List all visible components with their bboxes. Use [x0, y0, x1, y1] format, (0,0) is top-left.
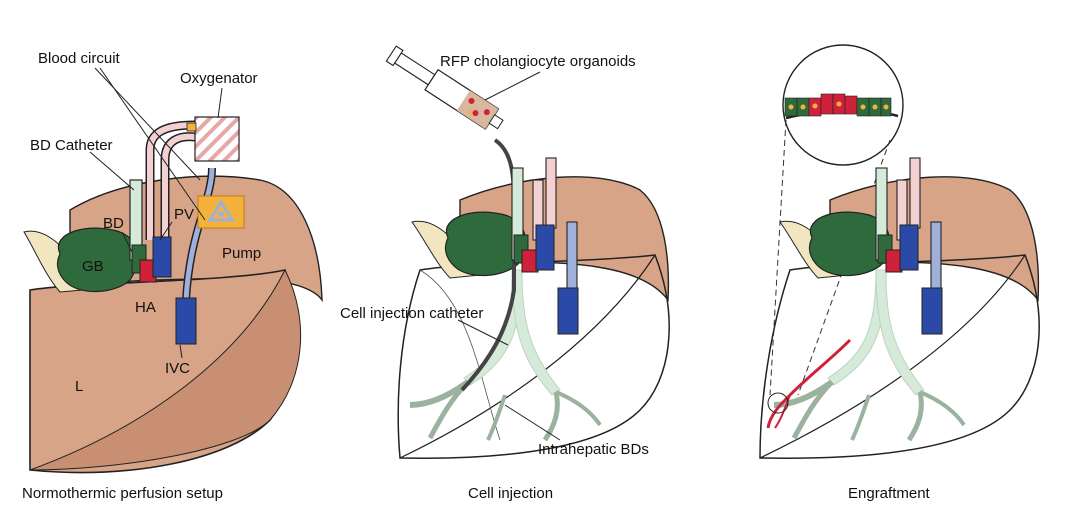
portal-vein	[152, 236, 172, 278]
panel-3-engraftment: Engraftment	[759, 44, 1040, 502]
label-cell-injection-catheter: Cell injection catheter	[340, 305, 483, 322]
label-intrahepatic-bds: Intrahepatic BDs	[538, 441, 649, 458]
label-pump: Pump	[222, 245, 261, 262]
ivc-vessel	[175, 297, 197, 345]
label-ivc: IVC	[165, 360, 190, 377]
label-bd: BD	[103, 215, 124, 232]
engrafted-organoid-duct	[766, 338, 852, 429]
label-bd-catheter: BD Catheter	[30, 137, 113, 154]
label-blood-circuit: Blood circuit	[38, 50, 121, 67]
liver-outline-2	[397, 254, 670, 459]
label-rfp-organoids: RFP cholangiocyte organoids	[440, 53, 636, 70]
label-ha: HA	[135, 299, 156, 316]
panel-2-cell-injection: RFP cholangiocyte organoids Cell injecti…	[340, 45, 670, 502]
panel-1-normothermic-perfusion: Blood circuit Oxygenator BD Catheter BD …	[22, 50, 323, 502]
syringe-icon	[385, 45, 504, 130]
label-gb: GB	[82, 258, 104, 275]
liver-right-lobe-shading	[29, 268, 302, 471]
caption-panel-2: Cell injection	[468, 485, 553, 502]
liver-outline-3	[759, 254, 1040, 459]
oxygenator-icon	[194, 116, 240, 162]
caption-panel-3: Engraftment	[848, 485, 931, 502]
cell-injection-catheter	[460, 138, 516, 392]
magnifier-inset-icon	[782, 44, 904, 166]
caption-panel-1: Normothermic perfusion setup	[22, 485, 223, 502]
label-l: L	[75, 378, 83, 395]
label-pv: PV	[174, 206, 194, 223]
label-oxygenator: Oxygenator	[180, 70, 258, 87]
